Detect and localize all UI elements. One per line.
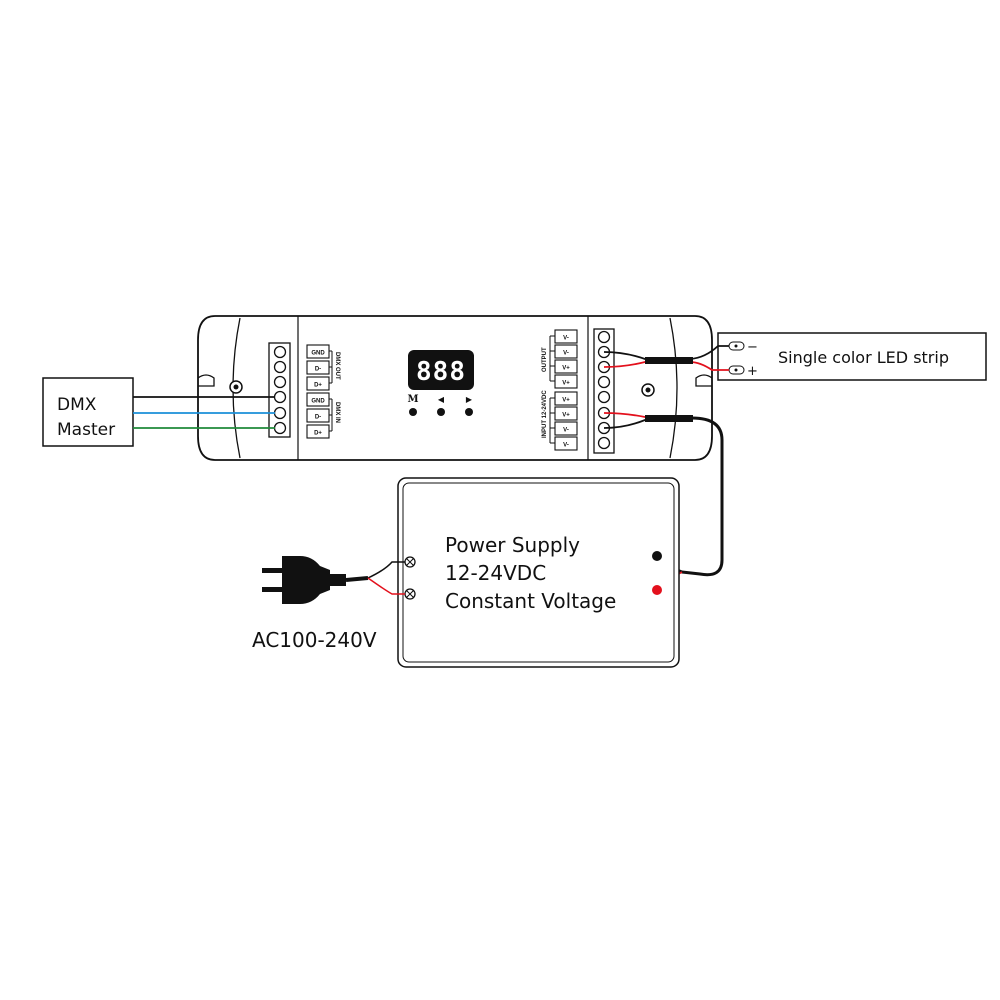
pin-label: V+ <box>562 366 570 372</box>
pin-label: D+ <box>314 431 322 437</box>
dmx-terminal-block <box>268 342 291 438</box>
power-terminal-block <box>593 328 615 454</box>
pin-label: V+ <box>562 398 570 404</box>
pin-label: V- <box>563 336 569 342</box>
power-terminal-8[interactable] <box>597 436 611 450</box>
pin-label: D- <box>315 415 321 421</box>
pin-label: GND <box>311 399 325 405</box>
pin-label: V- <box>563 443 569 449</box>
led-strip-label: Single color LED strip <box>778 348 949 367</box>
ac-plug-icon <box>262 556 346 604</box>
input-group-label: INPUT 12-24VDC <box>542 390 548 438</box>
strip-plus: + <box>747 364 758 379</box>
pin-label: V- <box>563 351 569 357</box>
psu-ac-terminal-l <box>404 556 416 568</box>
dmx-pin-labels: GND D- D+ GND D- D+ <box>306 344 333 439</box>
button-right[interactable] <box>465 408 473 416</box>
power-terminal-4[interactable] <box>597 375 611 389</box>
ac-cord <box>345 576 369 582</box>
wire-input-red <box>603 412 690 418</box>
dmx-terminal-1[interactable] <box>273 345 287 359</box>
button-m-label: M <box>407 394 418 405</box>
dmx-out-group-label: DMX OUT <box>334 352 340 380</box>
dmx-master-line1: DMX <box>57 395 97 415</box>
psu-line2: 12-24VDC <box>445 561 546 585</box>
dmx-terminal-6[interactable] <box>273 421 287 435</box>
pin-label: GND <box>311 351 325 357</box>
button-right-label: ▶ <box>466 395 473 404</box>
strip-minus: − <box>747 340 758 355</box>
power-terminal-1[interactable] <box>597 330 611 344</box>
dmx-terminal-2[interactable] <box>273 360 287 374</box>
dmx-terminal-4[interactable] <box>273 390 287 404</box>
pin-label: V+ <box>562 381 570 387</box>
dmx-terminal-3[interactable] <box>273 375 287 389</box>
display-digits: 888 <box>416 357 466 387</box>
psu-line1: Power Supply <box>445 533 580 557</box>
led-strip-box <box>717 332 987 381</box>
psu-output-negative <box>652 551 662 561</box>
dmx-terminal-5[interactable] <box>273 406 287 420</box>
button-m[interactable] <box>409 408 417 416</box>
wire-input-black <box>603 419 690 429</box>
dmx-master-line2: Master <box>57 420 115 440</box>
power-pin-labels: V- V- V+ V+ V+ V+ V- V- <box>549 329 578 451</box>
dmx-in-group-label: DMX IN <box>334 402 340 423</box>
psu-ac-terminal-n <box>404 588 416 600</box>
pin-label: D- <box>315 367 321 373</box>
output-group-label: OUTPUT <box>542 347 548 372</box>
psu-line3: Constant Voltage <box>445 589 616 613</box>
button-left[interactable] <box>437 408 445 416</box>
pin-label: V+ <box>562 413 570 419</box>
dmx-master-box <box>42 377 134 447</box>
led-display <box>408 350 474 390</box>
pin-label: D+ <box>314 383 322 389</box>
power-supply-box <box>397 477 680 668</box>
ac-voltage-label: AC100-240V <box>252 628 377 652</box>
power-terminal-5[interactable] <box>597 390 611 404</box>
pin-label: V- <box>563 428 569 434</box>
button-left-label: ◀ <box>438 395 445 404</box>
psu-output-positive <box>652 585 662 595</box>
